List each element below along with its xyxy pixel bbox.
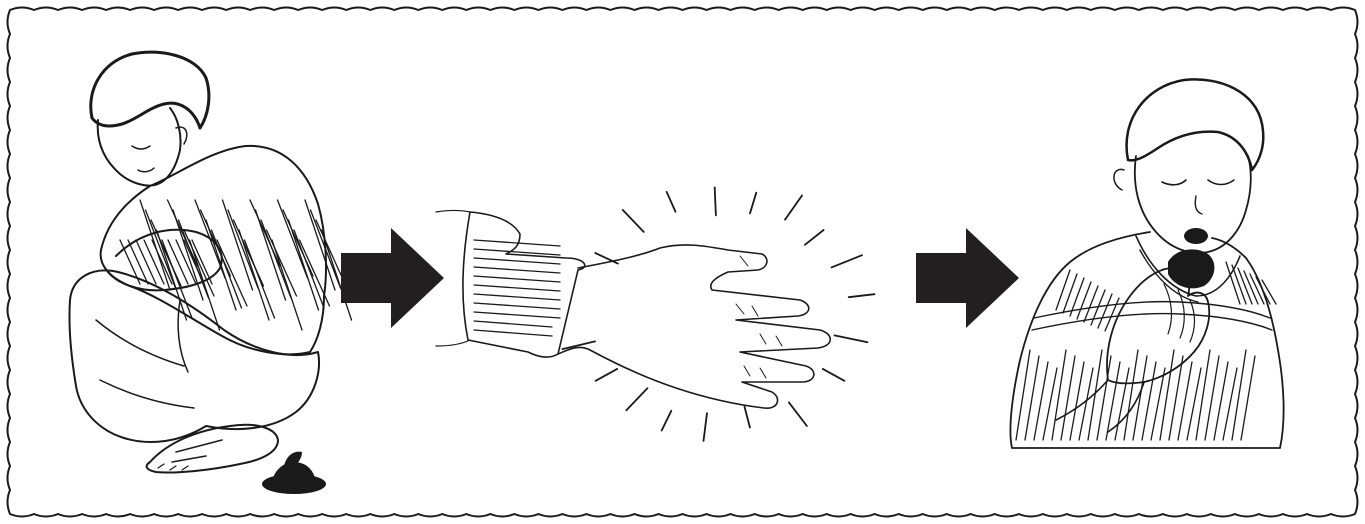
squatting-child-illustration: [69, 52, 351, 494]
arrow-right-icon: [341, 228, 444, 328]
child-hand-to-mouth-illustration: [1010, 79, 1283, 448]
panel-hand: [436, 187, 875, 441]
arrow-right-icon: [916, 228, 1019, 328]
panel-squatting-child: [69, 52, 351, 494]
hand-illustration: [436, 187, 875, 441]
panel-child-hand-to-mouth: [1010, 79, 1283, 448]
wavy-frame-border: [8, 8, 1358, 517]
